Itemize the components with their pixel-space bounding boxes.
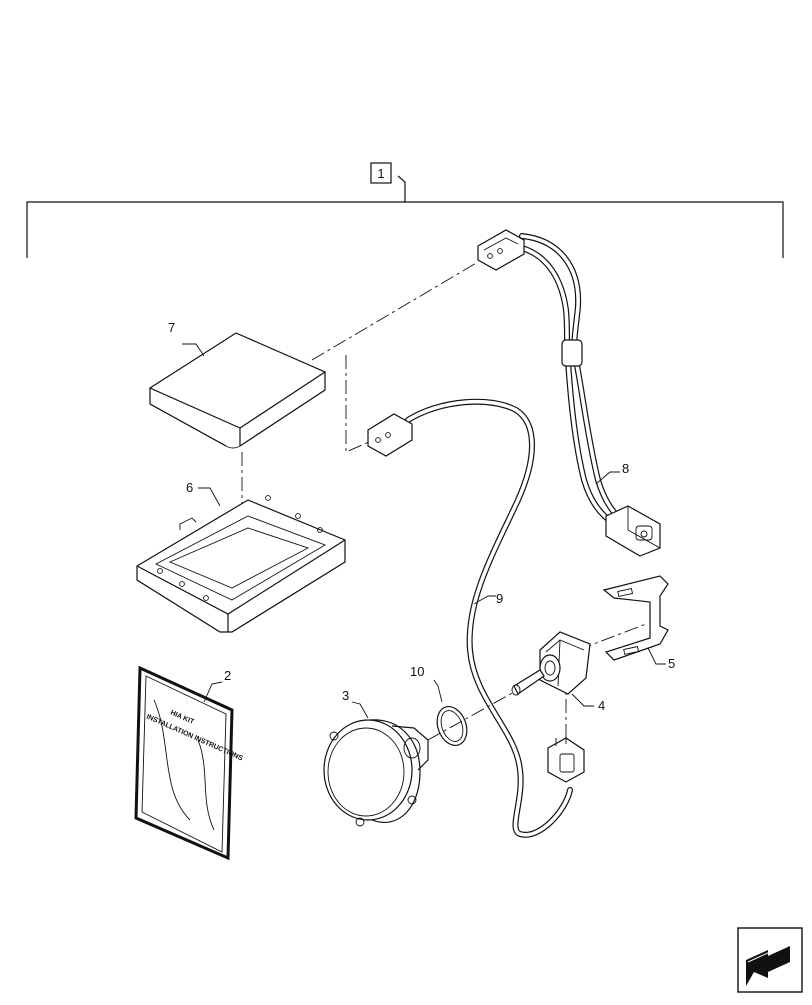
leader-5	[647, 647, 666, 665]
callout-3-label: 3	[342, 688, 349, 703]
align-line-ballast-harness9	[345, 355, 379, 453]
work-lamp	[323, 719, 429, 827]
kit-group-bracket	[26, 175, 784, 258]
callout-5-label: 5	[668, 656, 675, 671]
leader-3	[351, 701, 369, 719]
ballast-box	[148, 332, 327, 449]
leader-8	[595, 471, 620, 485]
next-page-arrow-icon[interactable]	[737, 927, 803, 993]
leader-10	[433, 679, 443, 703]
callout-10-label: 10	[410, 664, 424, 679]
align-line-ballast-harness8	[311, 261, 479, 361]
harness-8	[477, 229, 661, 557]
callout-7-label: 7	[168, 320, 175, 335]
callout-2-label: 2	[224, 668, 231, 683]
callout-1-label: 1	[377, 166, 384, 181]
leader-7	[182, 343, 205, 357]
callout-4-label: 4	[598, 698, 605, 713]
instruction-manual: HIA KIT INSTALLATION INSTRUCTIONS	[134, 665, 244, 861]
callout-1: 1	[370, 162, 392, 184]
callout-8-label: 8	[622, 461, 629, 476]
hid-bulb	[511, 631, 591, 696]
align-line-lamp-bulb	[427, 691, 515, 741]
o-ring	[436, 706, 468, 746]
leader-6	[198, 487, 221, 507]
callout-9-label: 9	[496, 591, 503, 606]
leader-9	[473, 595, 496, 605]
mounting-base	[136, 495, 346, 633]
callout-6-label: 6	[186, 480, 193, 495]
leader-4	[571, 693, 594, 707]
mounting-bracket	[602, 575, 669, 661]
leader-2	[203, 681, 223, 703]
harness-9	[367, 398, 585, 838]
